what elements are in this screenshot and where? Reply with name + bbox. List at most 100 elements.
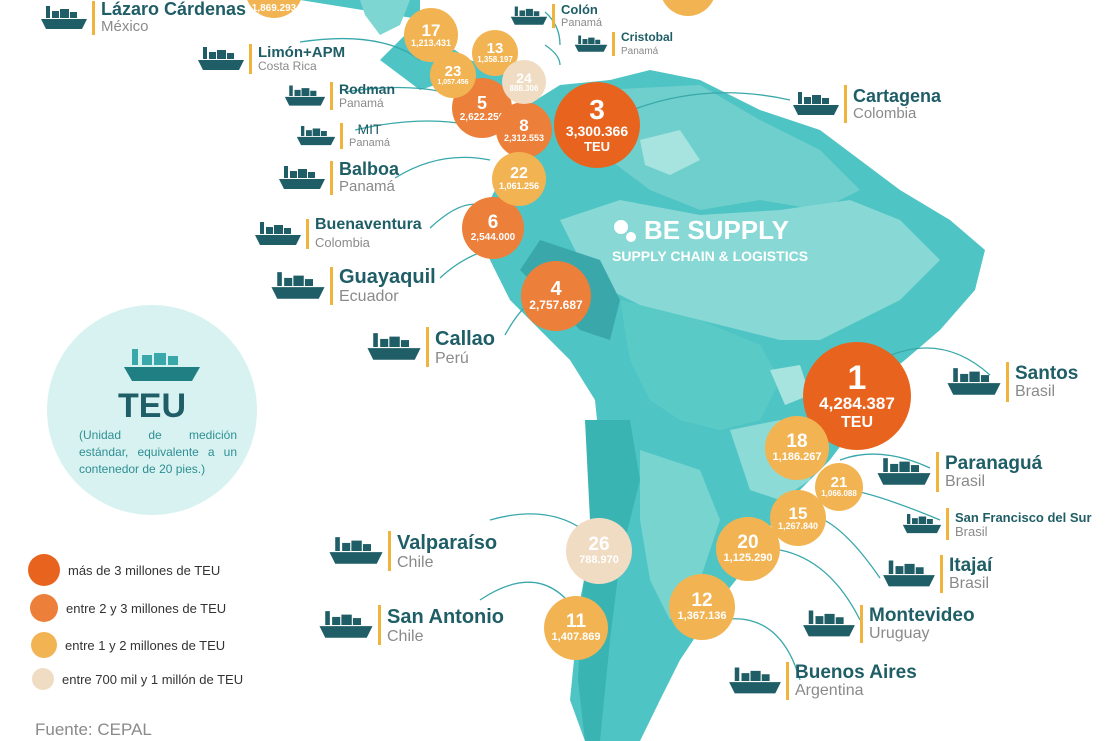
label-divider <box>612 32 615 56</box>
cargo-ship-icon <box>255 221 301 245</box>
partial-bubble <box>660 0 716 16</box>
port-name: MIT <box>357 121 382 137</box>
cargo-ship-icon <box>902 514 942 534</box>
port-teu-value: 1,061.256 <box>498 181 540 192</box>
port-teu-value: 4,284.387 <box>819 393 895 413</box>
port-teu-value: 3,300.366 <box>565 123 629 140</box>
port-volume-bubble: 4 2,757.687 <box>521 261 591 331</box>
brand-tagline: SUPPLY CHAIN & LOGISTICS <box>612 248 809 264</box>
label-divider <box>330 160 333 195</box>
port-country: Perú <box>435 349 469 367</box>
port-volume-bubble: 21 1,066.088 <box>815 463 863 511</box>
cargo-ship-icon <box>124 349 200 381</box>
port-name: San Francisco del Sur <box>955 510 1092 525</box>
cargo-ship-icon <box>367 333 421 360</box>
cargo-ship-icon <box>803 610 855 637</box>
label-divider <box>330 82 333 110</box>
label-divider <box>1006 362 1009 402</box>
legend-swatch <box>30 594 58 622</box>
cargo-ship-icon <box>319 611 373 638</box>
port-country: Argentina <box>795 681 864 699</box>
port-volume-bubble: 26 788.970 <box>566 518 632 584</box>
port-country: Chile <box>387 627 424 645</box>
teu-description: (Unidad de medición estándar, equivalent… <box>79 428 237 476</box>
label-divider <box>940 555 943 593</box>
port-rank: 8 <box>519 115 529 135</box>
port-teu-value: 2,312.553 <box>503 132 545 143</box>
port-teu-value: 1,213.431 <box>410 37 452 48</box>
port-name: Santos <box>1015 362 1079 384</box>
legend-label: entre 700 mil y 1 millón de TEU <box>62 671 244 687</box>
port-country: Panamá <box>621 46 659 57</box>
port-volume-bubble: 11 1,407.869 <box>544 596 608 660</box>
legend-swatch <box>31 632 57 658</box>
port-volume-bubble: 12 1,367.136 <box>669 574 735 640</box>
port-country: Uruguay <box>869 624 930 642</box>
label-divider <box>330 266 333 305</box>
port-name: Paranaguá <box>945 452 1043 474</box>
port-name: Colón <box>561 2 598 17</box>
port-teu-value: 1,057.456 <box>437 78 469 86</box>
port-teu-value: 1,358.197 <box>477 55 513 65</box>
port-name: San Antonio <box>387 605 505 628</box>
port-rank: 20 <box>737 532 759 554</box>
port-name: Limón+APM <box>258 44 346 61</box>
port-volume-bubble: 23 1,057.456 <box>430 52 476 98</box>
legend-item: entre 1 y 2 millones de TEU <box>31 632 225 658</box>
port-volume-bubble: 3 3,300.366 TEU <box>554 82 640 168</box>
legend-item: entre 700 mil y 1 millón de TEU <box>32 668 243 690</box>
port-name: Callao <box>435 327 496 350</box>
cargo-ship-icon <box>947 368 1001 395</box>
port-teu-value: 2,757.687 <box>529 298 583 313</box>
port-country: Brasil <box>955 524 988 539</box>
port-name: Cristobal <box>621 30 674 44</box>
legend-label: más de 3 millones de TEU <box>68 562 221 578</box>
port-rank: 1 <box>847 358 867 397</box>
port-teu-value: 2,544.000 <box>470 232 516 243</box>
label-divider <box>786 662 789 700</box>
port-country: Colombia <box>315 235 370 250</box>
port-rank: 4 <box>550 278 562 301</box>
port-volume-bubble: 1,869.293 <box>245 0 303 18</box>
legend-label: entre 2 y 3 millones de TEU <box>66 600 227 616</box>
label-divider <box>388 531 391 571</box>
port-country: Brasil <box>945 472 986 490</box>
port-rank: 15 <box>788 503 808 523</box>
port-country: Panamá <box>561 17 602 29</box>
port-country: Panamá <box>339 96 384 110</box>
cargo-ship-icon <box>41 5 87 29</box>
port-teu-unit: TEU <box>584 138 610 154</box>
cargo-ship-icon <box>296 126 336 146</box>
legend-label: entre 1 y 2 millones de TEU <box>65 637 226 653</box>
port-volume-bubble: 6 2,544.000 <box>462 197 524 259</box>
label-divider <box>378 605 381 645</box>
port-volume-bubble: 8 2,312.553 <box>496 102 552 158</box>
cargo-ship-icon <box>198 47 244 70</box>
port-volume-bubble: 24 888.306 <box>502 60 546 104</box>
port-rank: 26 <box>588 534 610 556</box>
label-divider <box>844 85 847 123</box>
port-name: Buenos Aires <box>795 661 917 683</box>
port-country: Brasil <box>949 574 990 592</box>
port-rank: 5 <box>476 92 487 113</box>
port-rank: 6 <box>487 212 499 233</box>
label-divider <box>426 327 429 367</box>
cargo-ship-icon <box>793 92 839 115</box>
port-rank: 3 <box>589 94 605 126</box>
cargo-ship-icon <box>271 271 325 299</box>
port-volume-bubble: 22 1,061.256 <box>492 152 546 206</box>
port-teu-value: 1,869.293 <box>251 3 297 14</box>
label-divider <box>306 218 309 249</box>
